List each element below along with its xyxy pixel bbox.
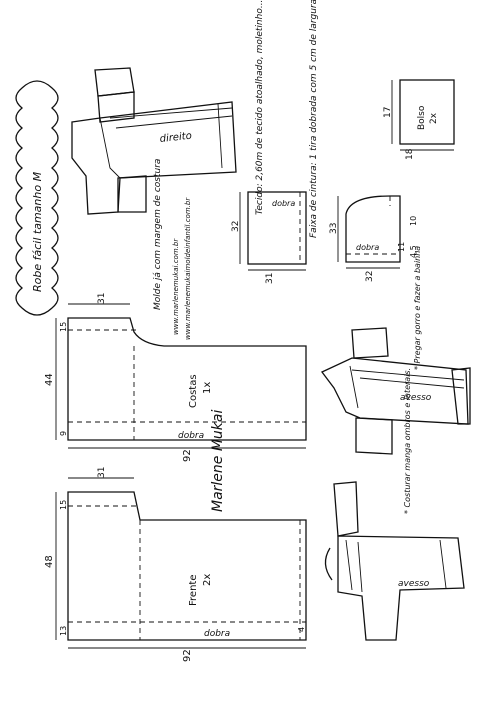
- front-fold-label: dobra: [204, 629, 230, 639]
- website-alt-note: www.marlenemukaimoldeinfantil.com.br: [184, 197, 192, 340]
- back-hem: 9: [59, 431, 68, 436]
- signature: Marlene Mukai: [210, 410, 226, 512]
- robe-illustration-middle: avesso * Pregar gorro e fazer a bainha: [320, 246, 471, 455]
- front-height: 48: [44, 555, 55, 568]
- back-count: 1x: [202, 382, 213, 394]
- hood-curve-drop: 10: [409, 216, 418, 226]
- pocket-height: 18: [405, 148, 415, 160]
- front-shoulder: 31: [97, 467, 107, 478]
- illustration-label-avesso-2: avesso: [398, 579, 430, 589]
- illustration-label-direito: direito: [159, 131, 192, 145]
- sleeve-width: 31: [265, 273, 275, 284]
- seam-note: Molde já com margem de costura: [153, 159, 163, 310]
- back-height: 44: [44, 373, 55, 386]
- front-piece: dobra Frente 2x 31 15 48 13 4 92: [44, 467, 307, 662]
- signature-text: Marlene Mukai: [210, 410, 226, 512]
- pocket-width: 17: [383, 107, 393, 118]
- sleeve-height: 32: [231, 221, 241, 232]
- pocket-piece: Bolso 2x 17 18: [383, 79, 455, 160]
- collar-instruction: * Pregar gorro e fazer a bainha: [413, 246, 422, 370]
- front-edge: 4: [297, 627, 306, 632]
- front-width: 92: [182, 649, 193, 662]
- fabric-note: Tecido: 2,60m de tecido atoalhado, molet…: [255, 0, 265, 215]
- hood-piece: dobra 33 32 10 4,5 11: [329, 195, 418, 282]
- title-cloud: Robe fácil tamanho M: [15, 80, 59, 316]
- belt-note: Faixa de cintura: 1 tira dobrada com 5 c…: [309, 0, 319, 238]
- sleeve-instruction: * Costurar manga ombros e laterais.: [403, 368, 412, 514]
- front-hem: 13: [59, 626, 68, 636]
- website-note: www.marlenemukai.com.br: [172, 238, 180, 335]
- sleeve-fold-label: dobra: [272, 199, 295, 208]
- illustration-label-avesso: avesso: [400, 393, 432, 403]
- back-shoulder: 31: [97, 293, 107, 304]
- sleeve-piece: dobra 32 31: [231, 191, 307, 284]
- front-count: 2x: [202, 574, 213, 586]
- back-fold-label: dobra: [178, 431, 204, 441]
- hood-top-offset: 4,5: [409, 245, 418, 258]
- robe-illustration-top: direito: [71, 67, 237, 215]
- front-neck: 15: [59, 500, 68, 510]
- robe-illustration-bottom: avesso * Costurar manga ombros e laterai…: [324, 368, 465, 641]
- back-width: 92: [182, 449, 193, 462]
- hood-fold-label: dobra: [356, 243, 379, 252]
- back-neck: 15: [59, 322, 68, 332]
- hood-side: 11: [397, 242, 406, 252]
- back-name: Costas: [188, 374, 199, 408]
- notes: Tecido: 2,60m de tecido atoalhado, molet…: [153, 0, 319, 340]
- back-piece: dobra Costas 1x 31 15 44 9 92: [44, 293, 307, 462]
- pocket-name: Bolso: [417, 105, 427, 130]
- front-name: Frente: [188, 575, 199, 606]
- hood-width: 32: [365, 271, 375, 282]
- hood-height: 33: [329, 223, 339, 234]
- pattern-title: Robe fácil tamanho M: [31, 171, 44, 292]
- pocket-count: 2x: [429, 112, 439, 124]
